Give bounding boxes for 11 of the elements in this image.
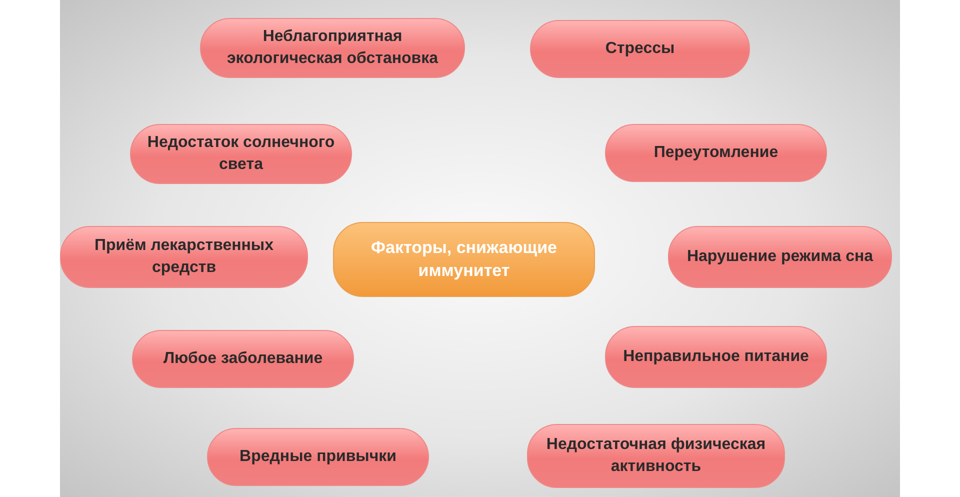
factor-pill: Вредные привычки — [207, 428, 429, 486]
factor-pill: Переутомление — [605, 124, 827, 182]
factor-pill: Недостаток солнечного света — [130, 124, 352, 184]
factor-pill: Неблагоприятная экологическая обстановка — [200, 18, 465, 78]
factor-pill: Недостаточная физическая активность — [527, 424, 785, 488]
factor-pill: Неправильное питание — [605, 326, 827, 388]
factor-pill: Приём лекарственных средств — [60, 226, 308, 288]
factor-pill: Нарушение режима сна — [668, 226, 892, 288]
factor-pill: Любое заболевание — [132, 330, 354, 388]
factor-pill: Стрессы — [530, 20, 750, 78]
central-topic-pill: Факторы, снижающие иммунитет — [333, 222, 595, 297]
